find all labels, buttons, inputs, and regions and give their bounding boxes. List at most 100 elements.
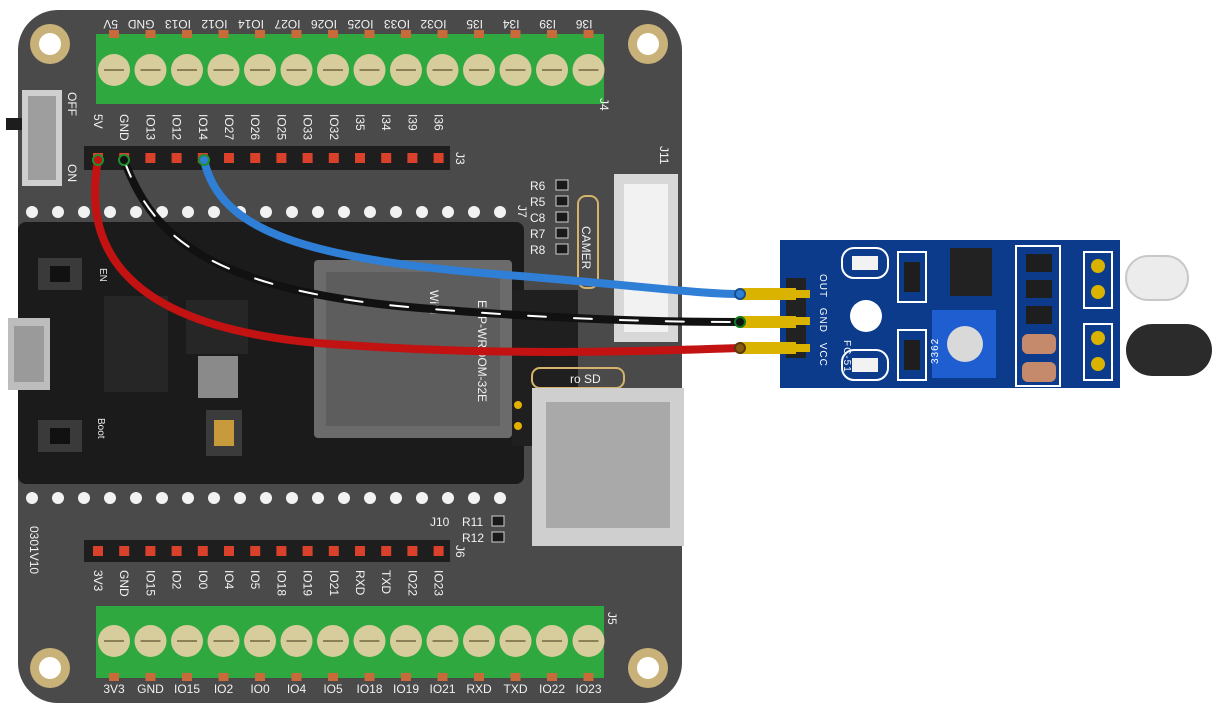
socket-row-top-outer (26, 206, 506, 218)
header-pin[interactable] (433, 153, 444, 163)
terminal-pad (255, 30, 265, 38)
header-pin[interactable] (224, 546, 234, 556)
connector-j11-label: J11 (657, 146, 671, 165)
socket-hole (494, 206, 506, 218)
top-terminal-label: IO14 (238, 17, 264, 31)
bottom-header-label: IO5 (248, 570, 262, 590)
socket-hole (104, 492, 116, 504)
ir-sensor-module (780, 240, 1212, 388)
top-header-label: IO13 (143, 114, 157, 140)
terminal-pad (401, 673, 411, 681)
power-switch[interactable] (6, 90, 62, 186)
header-pin[interactable] (171, 153, 182, 163)
switch-off-label: OFF (65, 92, 79, 116)
boot-label: Boot (95, 418, 106, 439)
socket-hole (208, 492, 220, 504)
socket-hole (130, 492, 142, 504)
board-version-label: 0301V10 (27, 526, 41, 574)
terminal-pad (182, 673, 192, 681)
bottom-header-label: IO21 (327, 570, 341, 596)
terminal-pad (547, 673, 557, 681)
header-pin[interactable] (224, 153, 234, 163)
bottom-header-label: IO22 (405, 570, 419, 596)
top-header-label: IO14 (196, 114, 210, 140)
header-pin[interactable] (119, 546, 130, 556)
ir-emitter-led (1125, 255, 1189, 301)
header-pin[interactable] (433, 546, 444, 556)
bottom-header-label: IO15 (143, 570, 157, 596)
resistor-label: R7 (530, 227, 546, 241)
bottom-header-pins (93, 546, 444, 556)
terminal-pad (291, 30, 302, 38)
header-j3 (84, 146, 450, 170)
terminal-pad (182, 30, 192, 38)
socket-hole (416, 492, 428, 504)
bottom-terminal-label: IO15 (174, 682, 200, 696)
terminal-pad (401, 30, 411, 38)
top-terminal-label: IO27 (274, 17, 300, 31)
top-header-label: IO32 (327, 114, 341, 140)
terminal-pad (145, 673, 156, 681)
terminal-pad (218, 673, 229, 681)
bottom-header-label: RXD (353, 570, 367, 596)
terminal-pad (364, 673, 375, 681)
top-terminal-label: IO32 (420, 17, 446, 31)
socket-hole (286, 492, 298, 504)
bottom-terminal-label: IO2 (214, 682, 234, 696)
terminal-pad (218, 30, 229, 38)
header-pin[interactable] (328, 153, 339, 163)
bottom-header-label: 3V3 (91, 570, 105, 592)
socket-hole (494, 492, 506, 504)
socket-hole (390, 206, 402, 218)
header-pin[interactable] (328, 546, 339, 556)
header-pin[interactable] (302, 153, 313, 163)
terminal-pad (437, 673, 448, 681)
socket-hole (312, 206, 324, 218)
header-pin[interactable] (276, 546, 287, 556)
socket-hole (78, 206, 90, 218)
header-pin[interactable] (171, 546, 182, 556)
top-header-label: I39 (405, 114, 419, 131)
wire-gnd (120, 156, 744, 326)
terminal-pad (474, 673, 484, 681)
bottom-header-label: IO23 (432, 570, 446, 596)
header-pin[interactable] (381, 546, 392, 556)
header-pin[interactable] (250, 546, 261, 556)
header-pin[interactable] (407, 153, 418, 163)
header-pin[interactable] (355, 153, 365, 163)
header-pin[interactable] (407, 546, 418, 556)
header-pin[interactable] (145, 546, 156, 556)
socket-hole (78, 492, 90, 504)
terminal-pad (474, 30, 484, 38)
header-pin[interactable] (381, 153, 392, 163)
header-pin[interactable] (197, 546, 208, 556)
header-pin[interactable] (302, 546, 313, 556)
micro-sd-slot (531, 367, 684, 546)
header-pin[interactable] (93, 546, 103, 556)
bottom-header-label: IO19 (301, 570, 315, 596)
socket-hole (156, 492, 168, 504)
bottom-header-label: IO0 (196, 570, 210, 590)
top-terminal-label: 5V (103, 17, 118, 31)
top-header-label: I34 (379, 114, 393, 131)
header-pin[interactable] (145, 153, 156, 163)
top-terminal-label: I39 (539, 17, 556, 31)
wires (90, 154, 796, 356)
terminal-pad (510, 673, 521, 681)
header-pin[interactable] (276, 153, 287, 163)
camera-connector (577, 174, 678, 342)
bottom-terminal-label: RXD (466, 682, 492, 696)
top-header-label: IO25 (274, 114, 288, 140)
connector-j10-label: J10 (430, 515, 450, 529)
bottom-terminal-label: IO0 (250, 682, 270, 696)
socket-hole (312, 492, 324, 504)
socket-hole (52, 206, 64, 218)
header-pin[interactable] (355, 546, 365, 556)
top-header-label: IO27 (222, 114, 236, 140)
top-terminal-label: IO12 (201, 17, 227, 31)
bottom-terminal-label: 3V3 (103, 682, 125, 696)
sd-label: ro SD (570, 372, 601, 386)
bottom-terminal-label: IO19 (393, 682, 419, 696)
header-pin[interactable] (250, 153, 261, 163)
